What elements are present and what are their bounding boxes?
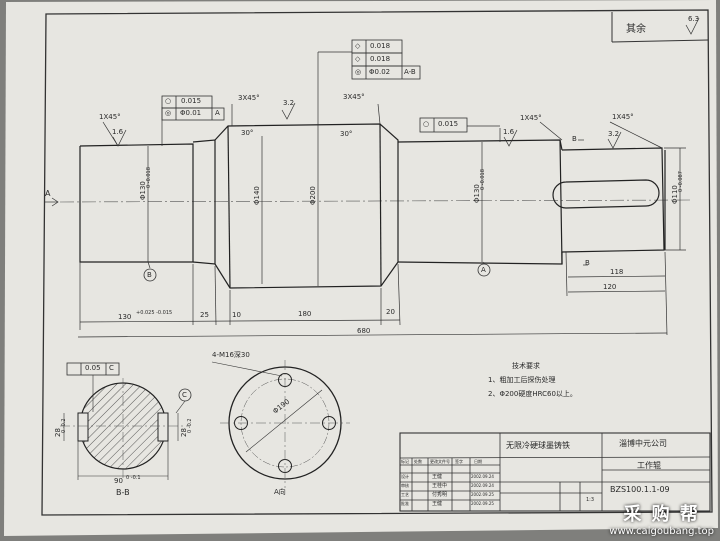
diameter-tolerance: 0 -0.018: [146, 167, 152, 188]
length-dimension: 25: [200, 311, 209, 319]
gdt-symbol: ○: [423, 120, 430, 128]
roughness-value: 1.6: [503, 128, 515, 136]
overall-length: 680: [357, 327, 371, 335]
title-block-role: 处数: [414, 459, 422, 464]
gdt-value: 0.018: [370, 42, 391, 50]
roughness-value: 3.2: [608, 130, 620, 138]
diameter-label: Φ140: [253, 186, 261, 205]
title-block: [399, 432, 711, 512]
drawing-number: BZS100.1.1-09: [610, 485, 670, 494]
watermark: 采 购 帮 www.caigoubang.top: [609, 504, 714, 537]
tech-requirements-title: 技术要求: [512, 362, 540, 370]
datum-b-circle: [143, 268, 157, 282]
section-marker: B: [572, 135, 577, 143]
chamfer-label: 1X45°: [99, 113, 121, 121]
flatness-value: 0.05: [85, 364, 101, 372]
roughness-value: 3.2: [283, 99, 295, 107]
angle-label: 30°: [340, 130, 353, 138]
diameter-tolerance: 0 -0.087: [678, 171, 684, 192]
title-block-role: 设计: [401, 474, 409, 479]
angle-label: 30°: [241, 129, 254, 137]
process-name: 付秀明: [432, 492, 448, 498]
part-name: 无限冷硬球墨铸铁: [506, 441, 570, 450]
section-arrow-label: A: [45, 189, 51, 198]
length-dimension: 180: [298, 310, 312, 318]
designer-name: 王健: [432, 474, 443, 480]
shaft-centerline: [59, 199, 691, 203]
shaft-outline: [79, 123, 666, 289]
chamfer-label: 3X45°: [238, 94, 260, 102]
tech-requirement-item: 2、Φ200硬度HRC60以上。: [488, 390, 577, 398]
gdt-symbol: ◎: [355, 68, 362, 76]
length-dimension: 130: [118, 313, 132, 321]
sign-date: 2002.09.24: [471, 474, 494, 479]
length-dimension: 20: [386, 308, 395, 316]
company-name: 淄博中元公司: [619, 439, 667, 448]
flatness-datum: C: [109, 364, 114, 372]
title-block-role: 日期: [474, 459, 482, 464]
title-block-role: 工艺: [401, 492, 409, 497]
sign-date: 2002.09.25: [471, 492, 494, 497]
gdt-symbol: ◇: [355, 55, 361, 63]
view-label: A向: [274, 488, 286, 496]
sign-date: 2002.09.24: [471, 483, 494, 488]
section-marker: B: [585, 259, 590, 267]
gdt-frames: [66, 39, 468, 376]
length-dimension: 118: [610, 268, 624, 276]
drawing-frame: [41, 9, 713, 516]
gdt-value: 0.018: [370, 55, 391, 63]
chamfer-label: 1X45°: [520, 114, 542, 122]
flat-dimension: 90: [114, 477, 123, 485]
diameter-label: Φ200: [309, 186, 317, 205]
gdt-value: Φ0.01: [180, 109, 202, 117]
title-block-role: 更改文件号: [430, 459, 450, 464]
gdt-symbol: ◎: [165, 109, 172, 117]
roughness-value: 1.6: [112, 128, 124, 136]
title-block-role: 批准: [401, 501, 409, 506]
view-a: [211, 360, 350, 488]
title-block-role: 签字: [455, 459, 463, 464]
scale-value: 1:3: [586, 497, 595, 503]
gdt-datum: A-B: [404, 68, 416, 76]
gdt-symbol: ○: [165, 97, 172, 105]
length-dimension: 120: [603, 283, 617, 291]
chamfer-label: 3X45°: [343, 93, 365, 101]
paper-sheet: [4, 0, 718, 536]
approver-name: 王健: [432, 501, 443, 507]
title-block-role: 标记: [401, 459, 409, 464]
section-label: B-B: [116, 488, 130, 497]
drawing-name: 工作辊: [637, 461, 661, 470]
flat-tolerance: 0 -0.1: [126, 475, 141, 481]
chamfer-label: 1X45°: [612, 113, 634, 121]
surface-finish-note: 其余: [626, 24, 646, 35]
roughness-symbols: [112, 17, 700, 149]
datum-label: A: [481, 266, 486, 274]
sign-date: 2002.09.25: [471, 501, 494, 506]
datum-label: C: [182, 391, 187, 399]
dimension-lines: [45, 51, 686, 338]
datum-a-circle: [477, 263, 491, 277]
gdt-symbol: ◇: [355, 42, 361, 50]
gdt-value: 0.015: [438, 120, 459, 128]
hole-callout: 4-M16深30: [212, 351, 250, 359]
section-bb-view: [60, 375, 190, 480]
title-block-role: 审核: [401, 483, 409, 488]
diameter-tolerance: 0 -0.018: [480, 169, 486, 190]
surface-finish-value: 6.3: [688, 15, 700, 23]
length-tolerance: +0.025 -0.015: [136, 310, 173, 316]
key-width-tolerance: 0 -0.2: [187, 418, 193, 433]
key-width-tolerance: 0 -0.2: [61, 418, 67, 433]
tech-requirement-item: 1、粗加工后探伤处理: [488, 376, 556, 384]
length-dimension: 10: [232, 311, 241, 319]
datum-label: B: [147, 271, 152, 279]
gdt-datum: A: [215, 109, 220, 117]
gdt-value: 0.015: [181, 97, 202, 105]
reviewer-name: 王桂中: [432, 483, 448, 489]
gdt-value: Φ0.02: [369, 68, 391, 76]
